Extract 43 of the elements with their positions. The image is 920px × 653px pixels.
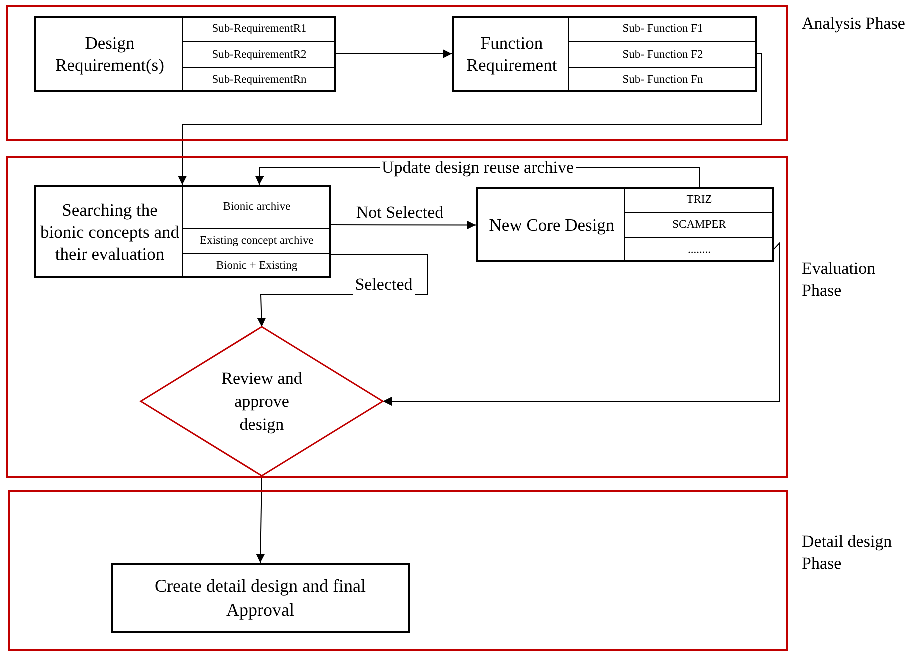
decision-diamond bbox=[141, 327, 383, 476]
process-box bbox=[452, 16, 757, 92]
box-label: Review and approve design bbox=[220, 368, 304, 436]
box-label: New Core Design bbox=[488, 214, 616, 236]
arrow bbox=[336, 50, 452, 58]
table-cell bbox=[182, 253, 331, 278]
process-box bbox=[34, 185, 331, 278]
process-box bbox=[34, 16, 336, 92]
edge-label: Update design reuse archive bbox=[380, 158, 576, 178]
table-cell bbox=[182, 67, 336, 92]
cell-label: TRIZ bbox=[686, 194, 712, 206]
table-cell bbox=[182, 41, 336, 67]
arrow bbox=[257, 254, 428, 328]
cell-label: Sub- Function Fn bbox=[622, 74, 704, 86]
cell-label: Sub-RequirementR2 bbox=[212, 48, 307, 60]
cell-label: Sub- Function F1 bbox=[622, 22, 704, 34]
phase-label: Evaluation Phase bbox=[802, 258, 877, 302]
cell-label: Bionic archive bbox=[223, 200, 291, 212]
process-box bbox=[476, 187, 774, 262]
box-label: Searching the bionic concepts and their evaluation bbox=[40, 198, 180, 264]
phase-label: Detail design Phase bbox=[802, 531, 894, 575]
arrow bbox=[330, 220, 476, 230]
table-cell bbox=[624, 237, 774, 262]
process-box bbox=[111, 563, 410, 633]
box-label: Create detail design and final Approval bbox=[154, 575, 367, 622]
cell-label: Sub-RequirementR1 bbox=[212, 22, 307, 34]
cell-label: Existing concept archive bbox=[200, 235, 314, 247]
box-label: Function Requirement bbox=[466, 32, 558, 76]
box-label: Design Requirement(s) bbox=[54, 32, 166, 76]
arrow bbox=[256, 476, 266, 564]
cell-label: SCAMPER bbox=[672, 219, 726, 231]
cell-label: Bionic + Existing bbox=[216, 260, 298, 272]
table-cell bbox=[182, 228, 331, 253]
table-cell bbox=[568, 41, 757, 67]
cell-label: Sub-RequirementRn bbox=[212, 74, 307, 86]
phase-label: Analysis Phase bbox=[802, 13, 906, 35]
table-cell bbox=[624, 212, 774, 237]
arrow bbox=[382, 242, 780, 406]
edge-label: Selected bbox=[353, 275, 415, 295]
arrow bbox=[178, 54, 762, 186]
cell-label: ........ bbox=[688, 244, 711, 256]
cell-label: Sub- Function F2 bbox=[622, 48, 704, 60]
table-cell bbox=[568, 67, 757, 92]
